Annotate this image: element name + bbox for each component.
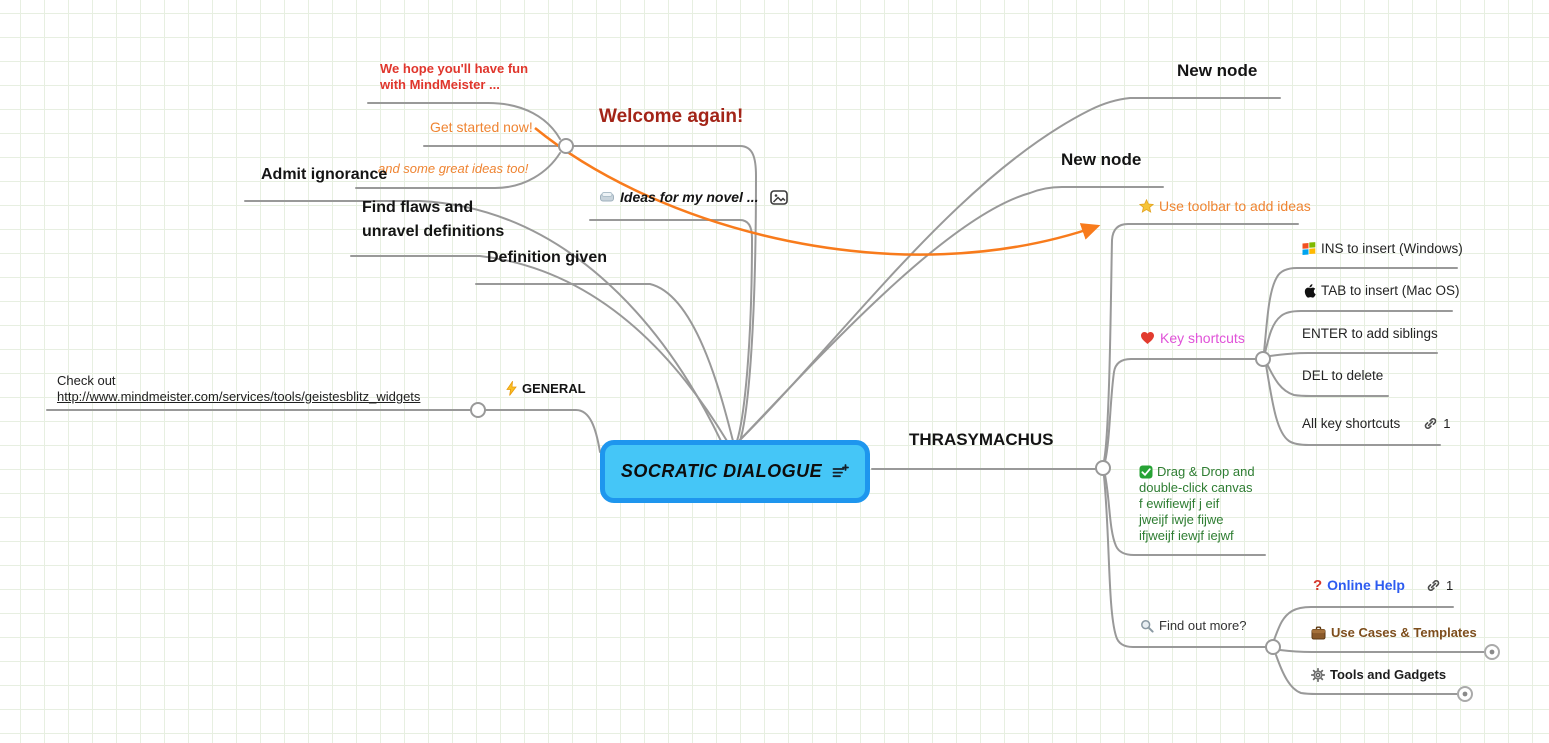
node-find-flaws[interactable]: Find flaws and unravel definitions	[362, 196, 504, 244]
node-find-out-more[interactable]: Find out more?	[1140, 618, 1246, 633]
find-flaws-line1: Find flaws and	[362, 199, 474, 216]
lightning-icon	[506, 381, 517, 396]
dragdrop-line1: Drag & Drop and	[1157, 464, 1255, 479]
collapse-toggle-key-shortcuts[interactable]	[1255, 351, 1271, 367]
magnifier-icon	[1140, 619, 1154, 633]
apple-logo-icon	[1303, 283, 1316, 298]
node-ideas-novel[interactable]: Ideas for my novel ...	[599, 189, 788, 205]
all-shortcuts-label: All key shortcuts	[1302, 416, 1401, 431]
node-all-shortcuts[interactable]: All key shortcuts 1	[1302, 416, 1451, 431]
branch-use-cases	[1279, 649, 1485, 653]
node-welcome-again[interactable]: Welcome again!	[599, 106, 744, 127]
node-new-node-1[interactable]: New node	[1177, 61, 1258, 80]
node-check-out[interactable]: Check out http://www.mindmeister.com/ser…	[57, 373, 420, 404]
question-icon: ?	[1313, 576, 1323, 594]
branch-general	[484, 409, 601, 453]
gear-icon	[1311, 667, 1325, 682]
general-label: GENERAL	[522, 381, 586, 396]
collapse-toggle-general[interactable]	[470, 402, 486, 418]
root-node[interactable]: SOCRATIC DIALOGUE	[600, 440, 870, 503]
link-icon[interactable]	[1426, 578, 1441, 593]
node-dragdrop[interactable]: Drag & Drop and double-click canvas f ew…	[1139, 464, 1255, 544]
expand-dot-tools	[1462, 691, 1468, 697]
branch-new-node-2	[738, 186, 1164, 442]
star-icon	[1139, 199, 1154, 213]
check-out-line1: Check out	[57, 373, 116, 388]
node-great-ideas[interactable]: and some great ideas too!	[378, 161, 529, 176]
tab-label: TAB to insert (Mac OS)	[1321, 283, 1460, 298]
node-key-shortcuts[interactable]: Key shortcuts	[1140, 330, 1245, 346]
node-we-hope[interactable]: We hope you'll have fun with MindMeister…	[380, 61, 528, 93]
node-enter[interactable]: ENTER to add siblings	[1302, 326, 1438, 341]
we-hope-line1: We hope you'll have fun	[380, 61, 529, 76]
node-use-toolbar[interactable]: Use toolbar to add ideas	[1139, 198, 1311, 214]
root-label: SOCRATIC DIALOGUE	[620, 461, 823, 481]
collapse-toggle-find-out-more[interactable]	[1265, 639, 1281, 655]
branch-new-node-1	[738, 97, 1281, 442]
dragdrop-line2: double-click canvas	[1139, 480, 1253, 495]
dragdrop-line5: ifjweijf iewjf iejwf	[1139, 528, 1234, 543]
branch-ideas-novel	[589, 219, 754, 442]
use-cases-label: Use Cases & Templates	[1331, 625, 1477, 640]
ins-label: INS to insert (Windows)	[1321, 241, 1463, 256]
node-online-help[interactable]: ? Online Help 1	[1313, 577, 1453, 593]
collapse-toggle-welcome[interactable]	[558, 138, 574, 154]
collapse-toggle-thrasymachus[interactable]	[1095, 460, 1111, 476]
check-out-url[interactable]: http://www.mindmeister.com/services/tool…	[57, 389, 421, 404]
branch-enter	[1269, 352, 1438, 357]
windows-logo-icon	[1302, 241, 1316, 256]
find-flaws-line2: unravel definitions	[362, 223, 505, 240]
we-hope-line2: with MindMeister ...	[380, 77, 500, 92]
book-icon	[599, 190, 615, 204]
node-admit-ignorance[interactable]: Admit ignorance	[261, 166, 388, 183]
find-out-more-label: Find out more?	[1159, 618, 1247, 633]
heart-icon	[1140, 331, 1155, 345]
picture-icon[interactable]	[769, 189, 788, 205]
key-shortcuts-label: Key shortcuts	[1160, 330, 1245, 346]
link-icon[interactable]	[1423, 416, 1438, 431]
dragdrop-line4: jweijf iwje fijwe	[1139, 512, 1224, 527]
check-icon	[1139, 465, 1153, 479]
online-help-label: Online Help	[1327, 577, 1405, 593]
ideas-novel-label: Ideas for my novel ...	[620, 189, 759, 205]
node-del[interactable]: DEL to delete	[1302, 368, 1384, 383]
all-shortcuts-link-count: 1	[1443, 416, 1451, 431]
expand-dot-use-cases	[1489, 649, 1495, 655]
expand-toggle-use-cases[interactable]	[1484, 644, 1500, 660]
node-tools[interactable]: Tools and Gadgets	[1311, 667, 1446, 682]
branch-definition-given	[475, 283, 734, 442]
dragdrop-line3: f ewifiewjf j eif	[1139, 496, 1220, 511]
online-help-link-count: 1	[1445, 577, 1454, 593]
node-ins[interactable]: INS to insert (Windows)	[1302, 241, 1463, 256]
node-thrasymachus[interactable]: THRASYMACHUS	[909, 430, 1054, 449]
branch-key-shortcuts	[1104, 358, 1257, 463]
node-get-started[interactable]: Get started now!	[430, 119, 533, 135]
briefcase-icon	[1311, 626, 1326, 640]
node-use-cases[interactable]: Use Cases & Templates	[1311, 625, 1477, 640]
expand-toggle-tools[interactable]	[1457, 686, 1473, 702]
node-general[interactable]: GENERAL	[506, 381, 586, 396]
use-toolbar-label: Use toolbar to add ideas	[1159, 198, 1311, 214]
node-new-node-2[interactable]: New node	[1061, 150, 1142, 169]
node-definition-given[interactable]: Definition given	[487, 249, 607, 266]
node-tab[interactable]: TAB to insert (Mac OS)	[1303, 283, 1460, 298]
branch-find-flaws	[350, 255, 728, 442]
tools-label: Tools and Gadgets	[1330, 667, 1447, 682]
notes-icon[interactable]	[832, 463, 849, 480]
